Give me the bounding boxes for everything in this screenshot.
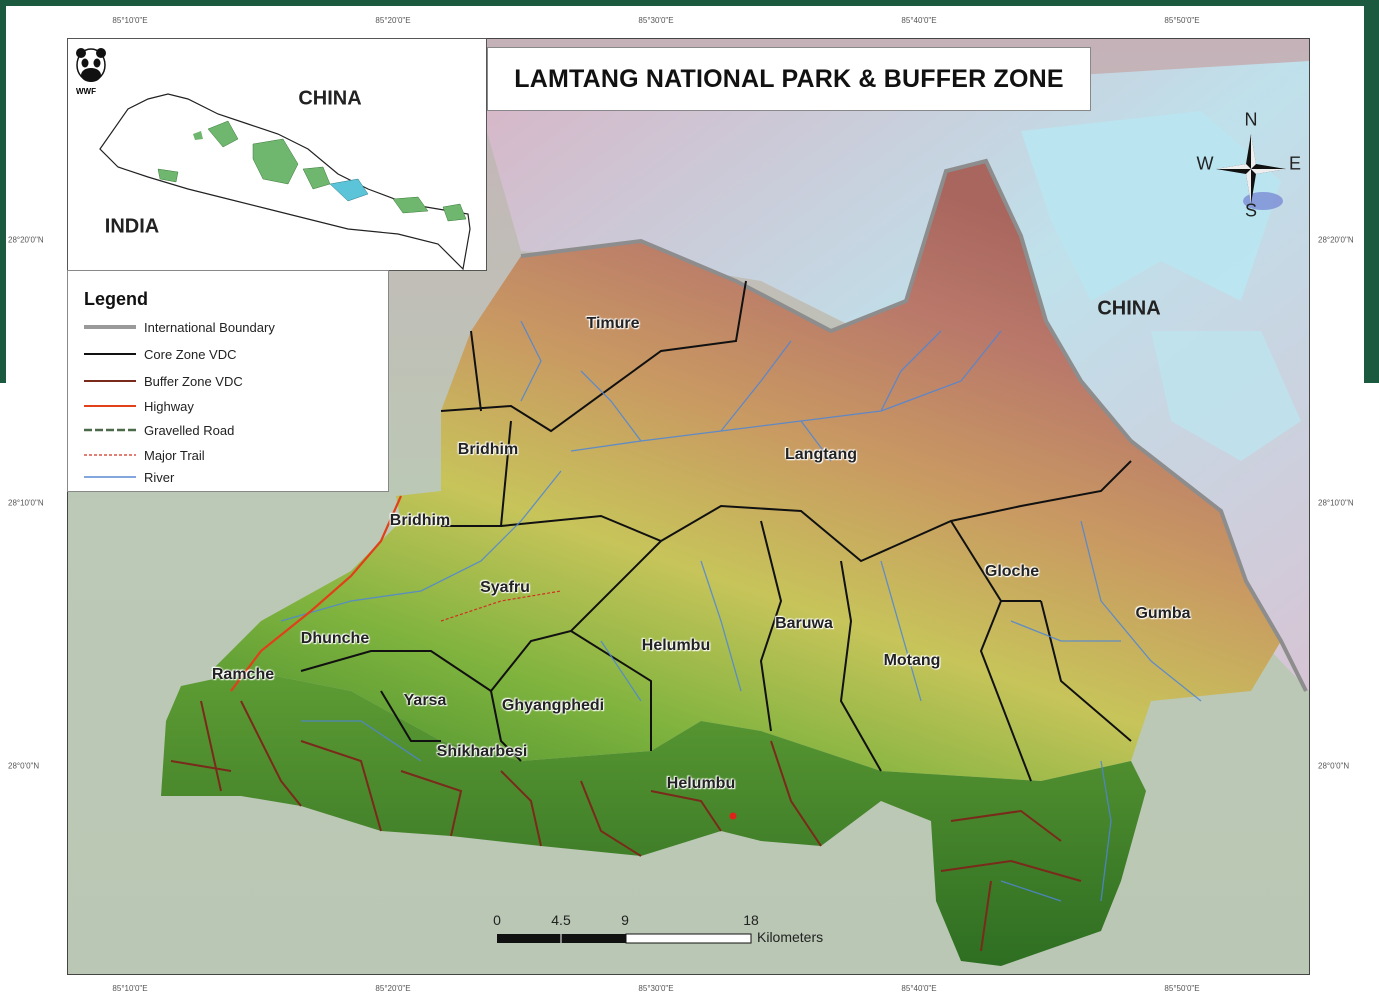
map-legend: Legend International Boundary Core Zone … bbox=[67, 270, 389, 492]
scale-tick: 18 bbox=[743, 912, 759, 928]
compass-west: W bbox=[1196, 153, 1214, 174]
compass-east: E bbox=[1288, 153, 1302, 174]
major-trail bbox=[440, 590, 562, 622]
tick-label-left: 28°20'0"N bbox=[8, 235, 44, 245]
tick-label-top: 85°30'0"E bbox=[638, 16, 674, 25]
legend-label: Core Zone VDC bbox=[144, 346, 237, 362]
compass-north: N bbox=[1244, 109, 1258, 130]
settlement-marker bbox=[729, 812, 737, 820]
north-arrow-icon bbox=[1216, 134, 1286, 204]
legend-label: International Boundary bbox=[144, 319, 275, 335]
tick-label-bottom: 85°30'0"E bbox=[638, 984, 674, 993]
main-label-china: CHINA bbox=[1097, 297, 1161, 320]
legend-swatch bbox=[84, 353, 136, 355]
legend-label: Major Trail bbox=[144, 447, 205, 463]
legend-swatch bbox=[84, 325, 136, 329]
legend-label: Highway bbox=[144, 398, 194, 414]
scale-tick: 4.5 bbox=[551, 912, 571, 928]
tick-label-bottom: 85°20'0"E bbox=[375, 984, 411, 993]
vdc-label: Bridhim bbox=[457, 441, 519, 458]
legend-title: Legend bbox=[84, 289, 149, 309]
vdc-label: Motang bbox=[883, 652, 941, 669]
legend-item: Gravelled Road bbox=[84, 422, 235, 438]
map-title-box: LAMTANG NATIONAL PARK & BUFFER ZONE bbox=[487, 47, 1091, 111]
vdc-label: Ramche bbox=[211, 666, 275, 683]
lake bbox=[1243, 192, 1283, 210]
park-core-zone bbox=[211, 161, 1281, 781]
legend-item: Highway bbox=[84, 398, 194, 414]
legend-label: River bbox=[144, 469, 175, 485]
vdc-label: Helumbu bbox=[666, 775, 736, 792]
legend-item: International Boundary bbox=[84, 319, 275, 335]
tick-label-top: 85°20'0"E bbox=[375, 16, 411, 25]
legend-label: Buffer Zone VDC bbox=[144, 373, 243, 389]
legend-swatch bbox=[84, 454, 136, 456]
vdc-label: Shikharbesi bbox=[436, 743, 528, 760]
buffer-zone-vdc-lines bbox=[170, 700, 1082, 952]
vdc-label: Baruwa bbox=[775, 615, 833, 632]
tick-label-bottom: 85°40'0"E bbox=[901, 984, 937, 993]
tick-label-top: 85°40'0"E bbox=[901, 16, 937, 25]
inset-locator-map: WWF CHINA INDIA bbox=[67, 38, 487, 271]
inset-label-india: INDIA bbox=[104, 215, 160, 238]
vdc-label: Bridhim bbox=[389, 512, 451, 529]
wwf-logo bbox=[76, 48, 106, 82]
page-border-top bbox=[0, 0, 1379, 6]
legend-label: Gravelled Road bbox=[144, 422, 235, 438]
vdc-label: Timure bbox=[586, 315, 640, 332]
nepal-outline bbox=[99, 93, 471, 270]
vdc-label: Yarsa bbox=[403, 692, 447, 709]
legend-item: Major Trail bbox=[84, 447, 205, 463]
scale-tick: 9 bbox=[621, 912, 629, 928]
compass-south: S bbox=[1244, 200, 1258, 221]
legend-swatch bbox=[84, 405, 136, 407]
legend-item: Core Zone VDC bbox=[84, 346, 237, 362]
legend-swatch bbox=[84, 380, 136, 382]
tick-label-left: 28°10'0"N bbox=[8, 498, 44, 508]
international-boundary bbox=[520, 158, 1308, 692]
page-border-left bbox=[0, 0, 6, 383]
map-title: LAMTANG NATIONAL PARK & BUFFER ZONE bbox=[514, 64, 1064, 93]
page-border-right bbox=[1364, 0, 1379, 383]
highway bbox=[230, 495, 403, 692]
core-zone-vdc-lines bbox=[300, 280, 1132, 782]
glacier-patch bbox=[1021, 111, 1281, 301]
glacier-patch bbox=[1151, 331, 1301, 461]
park-buffer-zone bbox=[161, 671, 1146, 966]
vdc-label: Dhunche bbox=[300, 630, 370, 647]
legend-item: River bbox=[84, 469, 175, 485]
tick-label-top: 85°50'0"E bbox=[1164, 16, 1200, 25]
inset-label-china: CHINA bbox=[298, 87, 362, 110]
tick-label-left: 28°0'0"N bbox=[8, 761, 40, 771]
rivers bbox=[280, 320, 1202, 902]
vdc-label: Ghyangphedi bbox=[501, 697, 605, 714]
scale-tick: 0 bbox=[493, 912, 501, 928]
tick-label-right: 28°20'0"N bbox=[1318, 235, 1354, 245]
vdc-label: Langtang bbox=[785, 446, 857, 463]
vdc-label: Syafru bbox=[480, 579, 530, 596]
legend-item: Buffer Zone VDC bbox=[84, 373, 243, 389]
tick-label-bottom: 85°10'0"E bbox=[112, 984, 148, 993]
tick-label-right: 28°10'0"N bbox=[1318, 498, 1354, 508]
legend-swatch bbox=[84, 476, 136, 478]
scale-unit: Kilometers bbox=[757, 929, 824, 945]
tick-label-top: 85°10'0"E bbox=[112, 16, 148, 25]
tick-label-bottom: 85°50'0"E bbox=[1164, 984, 1200, 993]
wwf-logo-text: WWF bbox=[76, 87, 96, 96]
vdc-label: Gumba bbox=[1135, 605, 1191, 622]
tick-label-right: 28°0'0"N bbox=[1318, 761, 1350, 771]
vdc-label: Gloche bbox=[984, 563, 1040, 580]
legend-swatch bbox=[84, 428, 136, 432]
scale-bar bbox=[497, 933, 752, 944]
vdc-label: Helumbu bbox=[641, 637, 711, 654]
